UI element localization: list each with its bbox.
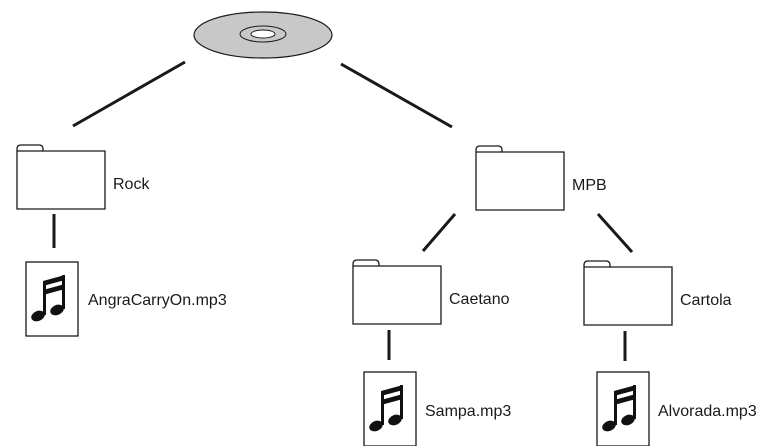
- file-label-alvorada: Alvorada.mp3: [658, 403, 757, 420]
- folder-icon-rock[interactable]: [16, 144, 106, 210]
- file-label-sampa: Sampa.mp3: [425, 403, 512, 420]
- connector-root-mpb: [340, 62, 453, 129]
- folder-label-rock: Rock: [113, 176, 150, 193]
- folder-label-mpb: MPB: [572, 177, 607, 194]
- music-note-icon-angra[interactable]: [25, 261, 79, 337]
- connector-mpb-cartola: [596, 212, 634, 254]
- music-note-icon-sampa[interactable]: [363, 371, 417, 446]
- connector-mpb-caetano: [421, 213, 457, 252]
- folder-label-caetano: Caetano: [449, 291, 510, 308]
- folder-icon-mpb[interactable]: [475, 145, 565, 211]
- music-note-icon-alvorada[interactable]: [596, 371, 650, 446]
- folder-icon-caetano[interactable]: [352, 259, 442, 325]
- cd-disc-icon[interactable]: [193, 11, 333, 59]
- tree-connectors: [52, 60, 634, 361]
- connector-root-rock: [72, 60, 186, 128]
- folder-label-cartola: Cartola: [680, 292, 732, 309]
- file-label-angra: AngraCarryOn.mp3: [88, 292, 227, 309]
- folder-icon-cartola[interactable]: [583, 260, 673, 326]
